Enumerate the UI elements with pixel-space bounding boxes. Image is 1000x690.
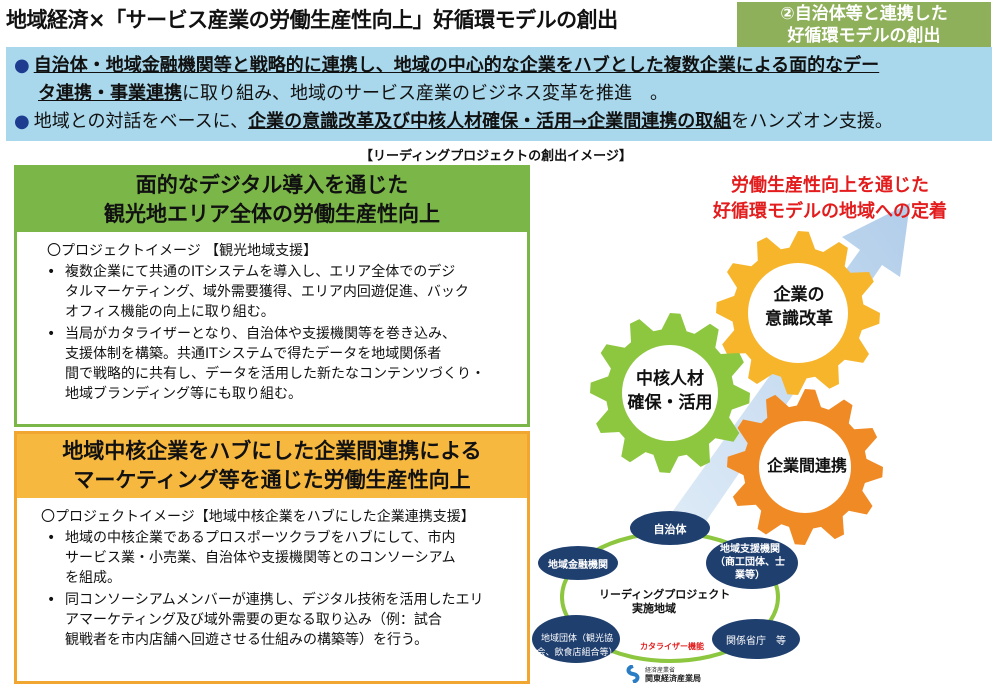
- goal-line: 好循環モデルの地域への定着: [713, 201, 947, 222]
- gear-hub: [759, 421, 851, 513]
- node-jichitai: [630, 511, 710, 545]
- box-heading: 地域中核企業をハブにした企業間連携による マーケティング等を通じた労働生産性向上: [17, 434, 527, 498]
- node-label-line: 業等）: [735, 570, 765, 581]
- node-shien: [706, 537, 798, 589]
- bullet-marker: •: [47, 264, 56, 280]
- summary-text: をハンズオン支援。: [731, 111, 893, 132]
- bullet-line: サービス業・小売業、自治体や支援機関等とのコンソーシアム: [65, 550, 456, 566]
- box-heading-line: マーケティング等を通じた労働生産性向上: [73, 468, 471, 492]
- center-label: リーディングプロジェクト 実施地域: [599, 588, 731, 616]
- gear-label-line: 中核人材: [636, 369, 704, 389]
- project-box-hub-company: 地域中核企業をハブにした企業間連携による マーケティング等を通じた労働生産性向上…: [14, 431, 530, 684]
- bullet-line: 当局がカタライザーとなり、自治体や支援機関等を巻き込み、: [65, 326, 457, 342]
- node-kankei: [712, 619, 800, 659]
- bullet-line: 支援体制を構築。共通ITシステムで得たデータを地域関係者: [65, 346, 442, 362]
- gear-hub: [748, 263, 848, 363]
- bullet-line: を組成。: [65, 570, 121, 586]
- node-kinyu: [538, 546, 618, 580]
- bullet-line: タルマーケティング、域外需要獲得、エリア内回遊促進、バック: [65, 284, 469, 300]
- goal-text: 労働生産性向上を通じた 好循環モデルの地域への定着: [660, 173, 1000, 225]
- node-dantai: [532, 615, 620, 663]
- gear-hub: [622, 345, 718, 441]
- node-label-line: 会、飲食店組合等）: [536, 648, 618, 658]
- gear-label-line: 企業の: [773, 285, 825, 305]
- bullet-item: • 同コンソーシアムメンバーが連携し、デジタル技術を活用したエリ アマーケティン…: [17, 590, 527, 650]
- goal-line: 労働生産性向上を通じた: [731, 175, 929, 196]
- box-heading-line: 面的なデジタル導入を通じた: [135, 173, 409, 197]
- gear-label-collaboration: 企業間連携: [766, 456, 847, 475]
- page-title: 地域経済×「サービス産業の労働生産性向上」好循環モデルの創出: [6, 8, 618, 32]
- center-label-line: リーディングプロジェクト: [599, 588, 731, 601]
- bullet-dot: ●: [14, 111, 30, 132]
- gear-bottom: [727, 389, 883, 545]
- bullet-line: 間で戦略的に共有し、データを活用した新たなコンテンツづくり・: [65, 366, 485, 382]
- summary-text: 自治体・地域金融機関等と戦略的に連携し、地域の中心的な企業をハブとした複数企業に…: [33, 55, 880, 76]
- cycle-graphic: [532, 203, 910, 663]
- summary-line-2: タ連携・事業連携 に取り組み、地域のサービス産業のビジネス変革を推進 。: [14, 80, 984, 108]
- box-heading-line: 地域中核企業をハブにした企業間連携による: [62, 439, 482, 463]
- bullet-marker: •: [47, 592, 56, 608]
- bullet-dot: ●: [14, 55, 30, 76]
- ministry-logo-icon: [626, 665, 640, 683]
- bullet-item: • 複数企業にて共通のITシステムを導入し、エリア全体でのデジ タルマーケティン…: [17, 262, 527, 322]
- catalyzer-label: カタライザー機能: [640, 642, 704, 651]
- bullet-marker: •: [47, 326, 56, 342]
- node-label-line: 地域支援機関: [720, 544, 780, 555]
- node-label: 地域金融機関: [548, 560, 608, 571]
- summary-text: 企業の意識改革及び中核人材確保・活用→企業間連携の取組: [248, 111, 732, 132]
- bullet-item: • 地域の中核企業であるプロスポーツクラブをハブにして、市内 サービス業・小売業…: [17, 528, 527, 588]
- section-subheading: 【リーディングプロジェクトの創出イメージ】: [360, 149, 632, 164]
- logo-line: 関東経済産業局: [645, 674, 701, 683]
- node-label: 地域団体（観光協 会、飲食店組合等）: [532, 632, 622, 660]
- gear-label-talent: 中核人材 確保・活用: [620, 367, 720, 415]
- bullet-item: • 当局がカタライザーとなり、自治体や支援機関等を巻き込み、 支援体制を構築。共…: [17, 324, 527, 404]
- box-heading: 面的なデジタル導入を通じた 観光地エリア全体の労働生産性向上: [17, 168, 527, 232]
- gear-label-line: 確保・活用: [627, 393, 713, 413]
- box-heading-line: 観光地エリア全体の労働生産性向上: [104, 202, 440, 226]
- project-label: 〇プロジェクトイメージ 【観光地域支援】: [47, 243, 318, 259]
- cycle-figure: 労働生産性向上を通じた 好循環モデルの地域への定着 企業の 意識改革 中核人材 …: [530, 165, 1000, 690]
- gear-left: [590, 313, 750, 473]
- badge-line-2: 好循環モデルの創出: [787, 26, 941, 46]
- node-label-line: 地域団体（観光協: [540, 634, 613, 644]
- gear-label-awareness: 企業の 意識改革: [754, 283, 844, 331]
- bullet-line: 観戦者を市内店舗へ回遊させる仕組みの構築等）を行う。: [65, 632, 429, 648]
- gear-top: [716, 231, 880, 395]
- gear-label-line: 意識改革: [765, 309, 833, 329]
- bullet-line: 同コンソーシアムメンバーが連携し、デジタル技術を活用したエリ: [65, 592, 484, 608]
- summary-text: タ連携・事業連携: [38, 83, 182, 104]
- project-box-tourism: 面的なデジタル導入を通じた 観光地エリア全体の労働生産性向上 〇プロジェクトイメ…: [14, 165, 530, 427]
- bullet-line: オフィス機能の向上に取り組む。: [65, 304, 275, 320]
- bullet-line: 地域ブランディング等にも取り組む。: [65, 386, 303, 402]
- bullet-line: アマーケティング及び域外需要の更なる取り込み（例：試合: [65, 612, 442, 628]
- summary-line-1: ● 自治体・地域金融機関等と戦略的に連携し、地域の中心的な企業をハブとした複数企…: [14, 52, 984, 80]
- summary-text: に取り組み、地域のサービス産業のビジネス変革を推進 。: [182, 83, 668, 104]
- summary-banner: ● 自治体・地域金融機関等と戦略的に連携し、地域の中心的な企業をハブとした複数企…: [6, 47, 992, 141]
- center-label-line: 実施地域: [632, 602, 676, 615]
- bullet-line: 複数企業にて共通のITシステムを導入し、エリア全体でのデジ: [65, 264, 456, 280]
- node-label: 関係省庁 等: [726, 636, 786, 647]
- bullet-marker: •: [47, 530, 56, 546]
- ministry-logo: 経済産業省 関東経済産業局: [625, 663, 715, 685]
- bullet-line: 地域の中核企業であるプロスポーツクラブをハブにして、市内: [65, 530, 456, 546]
- node-label: 自治体: [653, 523, 687, 536]
- summary-text: 地域との対話をベースに、: [33, 111, 249, 132]
- summary-line-3: ● 地域との対話をベースに、 企業の意識改革及び中核人材確保・活用→企業間連携の…: [14, 108, 984, 136]
- project-label: 〇プロジェクトイメージ【地域中核企業をハブにした企業連携支援】: [41, 509, 475, 525]
- node-label-line: （商工団体、士: [715, 557, 785, 568]
- badge-line-1: ②自治体等と連携した: [780, 4, 948, 24]
- logo-line: 経済産業省: [645, 667, 676, 674]
- node-label: 地域支援機関 （商工団体、士 業等）: [702, 543, 798, 582]
- section-badge: ②自治体等と連携した 好循環モデルの創出: [737, 2, 991, 48]
